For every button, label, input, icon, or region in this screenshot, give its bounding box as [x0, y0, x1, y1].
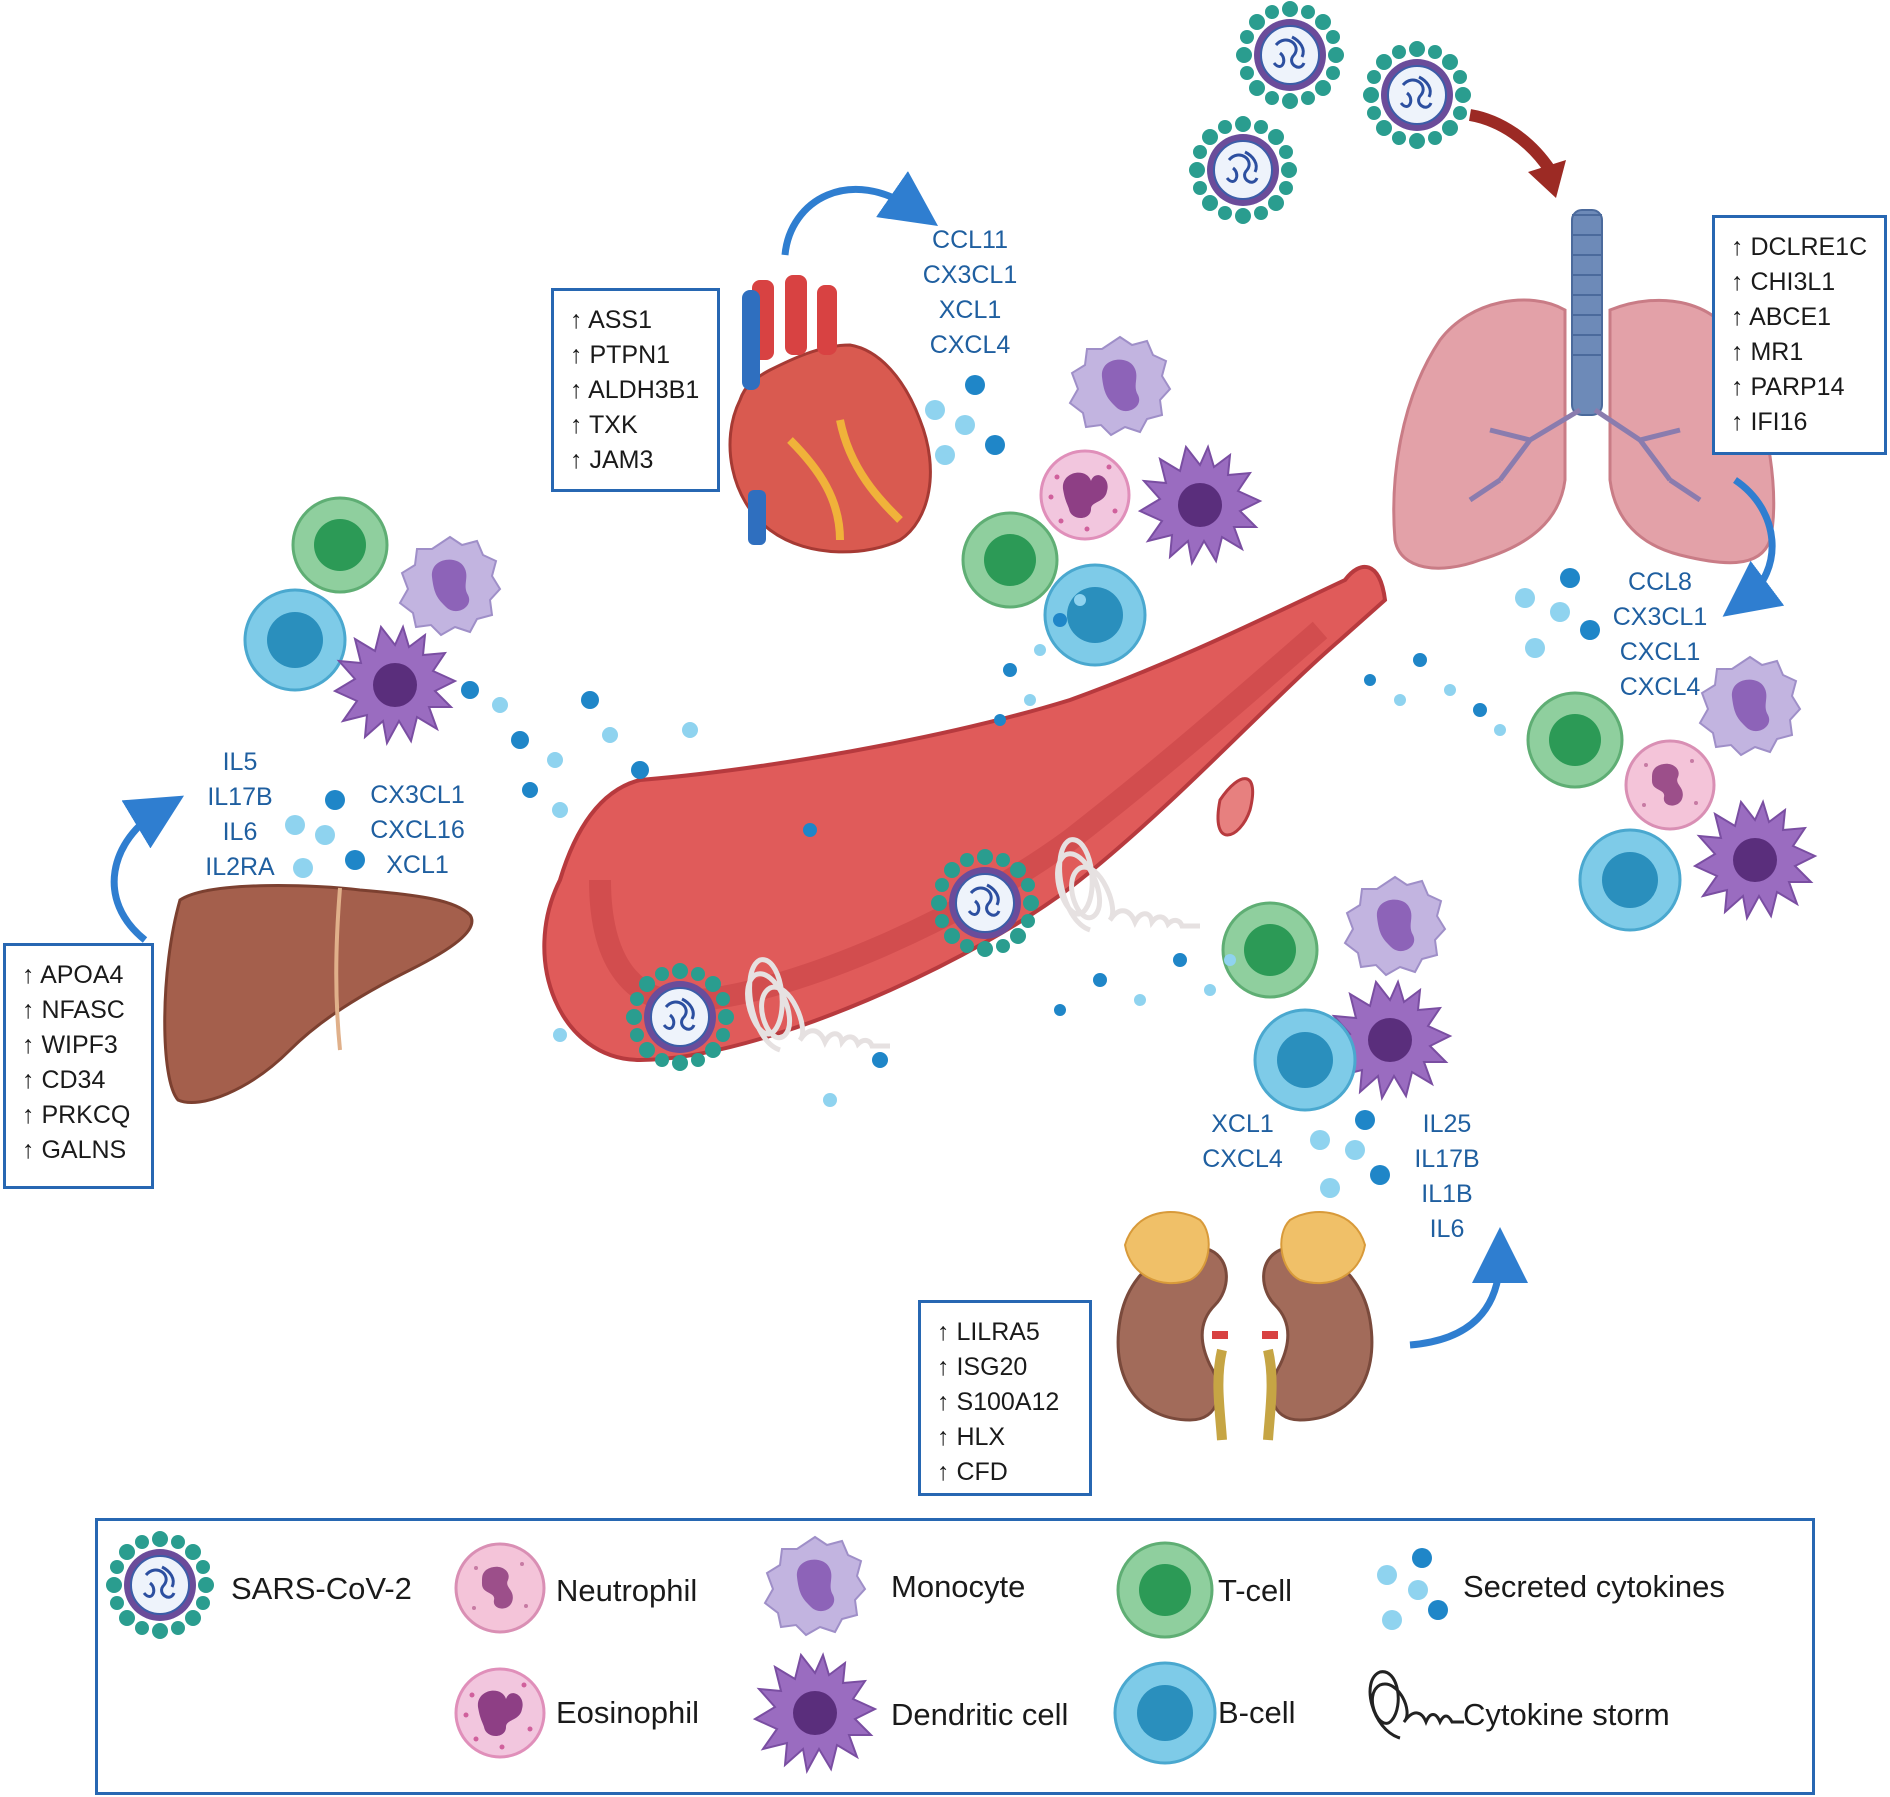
monocyte-icon [1069, 336, 1171, 436]
cytokine-label: CXCL4 [929, 331, 1011, 359]
dendritic-cell-icon [1139, 446, 1261, 564]
sars-cov-2-icon [1234, 0, 1346, 111]
gene-label: ↑ TXK [570, 411, 638, 439]
gene-label: ↑ CHI3L1 [1731, 268, 1836, 296]
legend-label-neutrophil: Neutrophil [556, 1573, 698, 1608]
kidney-cytokine-list-left: XCL1 CXCL4 [1195, 1107, 1290, 1177]
legend-cytokine-storm-icon [1368, 1670, 1464, 1740]
gene-label: ↑ ISG20 [937, 1353, 1028, 1381]
gene-label: ↑ ABCE1 [1731, 303, 1832, 331]
gene-label: ↑ LILRA5 [937, 1318, 1040, 1346]
cytokine-label: CX3CL1 [370, 781, 465, 809]
cytokine-label: CXCL4 [1619, 673, 1701, 701]
legend-label-dendritic-cell: Dendritic cell [891, 1697, 1069, 1732]
infection-arrow [1468, 109, 1555, 174]
t-cell-icon [291, 496, 389, 594]
secretion-arrow-heart [781, 171, 939, 256]
monocyte-icon [399, 536, 501, 636]
gene-label: ↑ HLX [937, 1423, 1006, 1451]
cytokine-label: IL17B [1414, 1145, 1480, 1173]
infection-arrow-head [1528, 160, 1566, 198]
liver-gene-box: ↑ APOA4 ↑ NFASC ↑ WIPF3 ↑ CD34 ↑ PRKCQ ↑… [3, 943, 154, 1189]
gene-label: ↑ MR1 [1731, 338, 1804, 366]
gene-label: ↑ WIPF3 [22, 1031, 118, 1059]
legend-label-sars-cov-2: SARS-CoV-2 [231, 1571, 412, 1606]
lung-cytokine-list: CCL8 CX3CL1 CXCL1 CXCL4 [1590, 565, 1730, 705]
cytokine-label: IL17B [207, 783, 273, 811]
cytokine-label: CXCL4 [1202, 1145, 1283, 1173]
gene-label: ↑ CD34 [22, 1066, 106, 1094]
cytokine-label: IL2RA [205, 853, 275, 881]
liver-cytokine-list-left: IL5 IL17B IL6 IL2RA [195, 745, 285, 885]
t-cell-icon [1526, 691, 1624, 789]
gene-label: ↑ ALDH3B1 [570, 376, 700, 404]
gene-label: ↑ PTPN1 [570, 341, 671, 369]
gene-label: ↑ S100A12 [937, 1388, 1060, 1416]
gene-label: ↑ GALNS [22, 1136, 127, 1164]
cytokine-label: IL6 [1429, 1215, 1465, 1243]
cytokine-label: IL6 [222, 818, 258, 846]
gene-label: ↑ JAM3 [570, 446, 654, 474]
heart-cytokine-list: CCL11 CX3CL1 XCL1 CXCL4 [900, 223, 1040, 363]
legend-label-b-cell: B-cell [1218, 1695, 1296, 1730]
cytokine-label: IL25 [1422, 1110, 1472, 1138]
b-cell-icon [243, 588, 347, 692]
kidneys-organ [1116, 1211, 1374, 1441]
cytokine-label: XCL1 [386, 851, 449, 879]
cytokine-label: CX3CL1 [922, 261, 1018, 289]
cytokine-label: CCL8 [1628, 568, 1692, 596]
monocyte-icon [1344, 876, 1446, 976]
legend-label-cytokine-storm: Cytokine storm [1463, 1697, 1670, 1732]
legend-label-secreted-cytokines: Secreted cytokines [1463, 1569, 1725, 1604]
secretion-arrow-lung [1722, 477, 1785, 617]
sars-cov-2-icon [1361, 39, 1473, 151]
neutrophil-icon [1624, 739, 1716, 831]
kidney-gene-box: ↑ LILRA5 ↑ ISG20 ↑ S100A12 ↑ HLX ↑ CFD [918, 1300, 1092, 1496]
liver-cytokine-list-right: CX3CL1 CXCL16 XCL1 [360, 778, 475, 883]
gene-label: ↑ DCLRE1C [1731, 233, 1868, 261]
gene-label: ↑ PRKCQ [22, 1101, 131, 1129]
kidney-cytokine-list-right: IL25 IL17B IL1B IL6 [1402, 1107, 1492, 1247]
heart-gene-box: ↑ ASS1 ↑ PTPN1 ↑ ALDH3B1 ↑ TXK ↑ JAM3 [551, 288, 720, 492]
cytokine-label: CX3CL1 [1612, 603, 1708, 631]
dendritic-cell-icon [1694, 801, 1816, 919]
gene-label: ↑ IFI16 [1731, 408, 1808, 436]
t-cell-icon [961, 511, 1059, 609]
eosinophil-icon [1039, 449, 1131, 541]
legend-label-eosinophil: Eosinophil [556, 1695, 700, 1730]
cytokine-label: CXCL1 [1619, 638, 1701, 666]
legend-label-monocyte: Monocyte [891, 1569, 1026, 1604]
secretion-arrow-kidney [1409, 1227, 1528, 1349]
legend-label-t-cell: T-cell [1218, 1573, 1293, 1608]
lungs-organ [1392, 209, 1776, 570]
cytokine-label: XCL1 [938, 296, 1002, 324]
legend: SARS-CoV-2 Neutrophil Monocyte T-cell Se… [95, 1518, 1815, 1795]
gene-label: ↑ PARP14 [1731, 373, 1845, 401]
secretion-arrow-liver [110, 795, 184, 943]
cytokine-label: IL1B [1421, 1180, 1473, 1208]
gene-label: ↑ APOA4 [22, 961, 124, 989]
secreted-cytokines-dots [285, 375, 1600, 1198]
cytokine-label: IL5 [222, 748, 258, 776]
dendritic-cell-icon [334, 626, 456, 744]
heart-organ [728, 275, 932, 554]
gene-label: ↑ NFASC [22, 996, 125, 1024]
liver-organ [163, 884, 474, 1105]
legend-cytokines-icon [1377, 1548, 1448, 1630]
gene-label: ↑ CFD [937, 1458, 1008, 1486]
cytokine-label: CCL11 [932, 226, 1008, 254]
b-cell-icon [1578, 828, 1682, 932]
cytokine-label: CXCL16 [370, 816, 465, 844]
sars-cov-2-icon [1187, 114, 1299, 226]
lung-gene-box: ↑ DCLRE1C ↑ CHI3L1 ↑ ABCE1 ↑ MR1 ↑ PARP1… [1712, 215, 1887, 455]
cytokine-label: XCL1 [1211, 1110, 1274, 1138]
t-cell-icon [1221, 901, 1319, 999]
gene-label: ↑ ASS1 [570, 306, 652, 334]
b-cell-icon [1253, 1008, 1357, 1112]
